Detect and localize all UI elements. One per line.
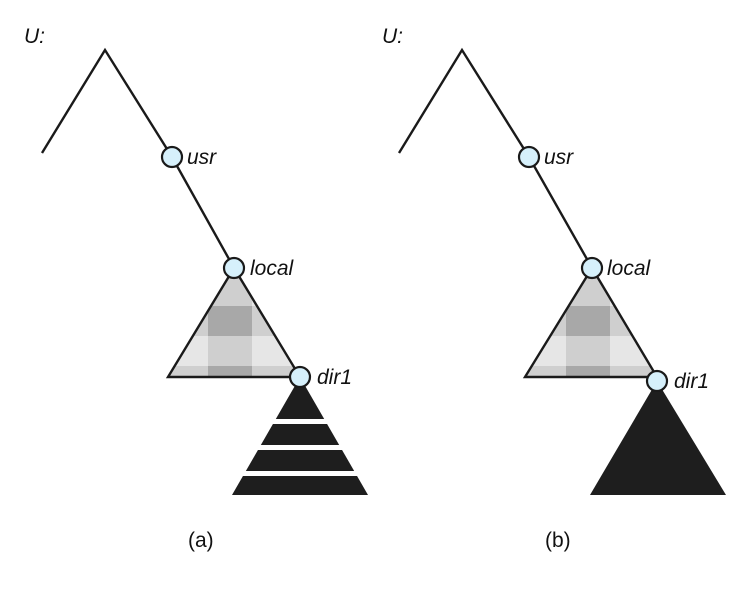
panel-a-node-local [222, 256, 246, 280]
panel-b-mounted-subtree [590, 381, 726, 495]
panel-a-label-local: local [250, 257, 295, 280]
panel-a-label-usr: usr [187, 146, 217, 169]
panel-b-label-local: local [607, 257, 652, 280]
panel-b-root-label: U: [382, 25, 403, 48]
panel-a-caption: (a) [188, 529, 214, 552]
panel-a-root-label: U: [24, 25, 45, 48]
panel-b: U: usr local dir1 (b) [382, 25, 726, 552]
panel-a: U: usr local dir1 [24, 25, 380, 552]
panel-b-label-dir1: dir1 [674, 370, 709, 393]
panel-b-node-dir1 [645, 369, 669, 393]
panel-a-node-dir1 [288, 365, 312, 389]
panel-b-node-usr [517, 145, 541, 169]
panel-a-tree-edges [40, 47, 236, 269]
panel-a-label-dir1: dir1 [317, 366, 352, 389]
panel-b-caption: (b) [545, 529, 571, 552]
panel-a-node-usr [160, 145, 184, 169]
panel-b-node-local [580, 256, 604, 280]
panel-b-tree-edges [397, 47, 594, 269]
panel-a-mounted-subtree [220, 377, 380, 495]
panel-b-label-usr: usr [544, 146, 574, 169]
